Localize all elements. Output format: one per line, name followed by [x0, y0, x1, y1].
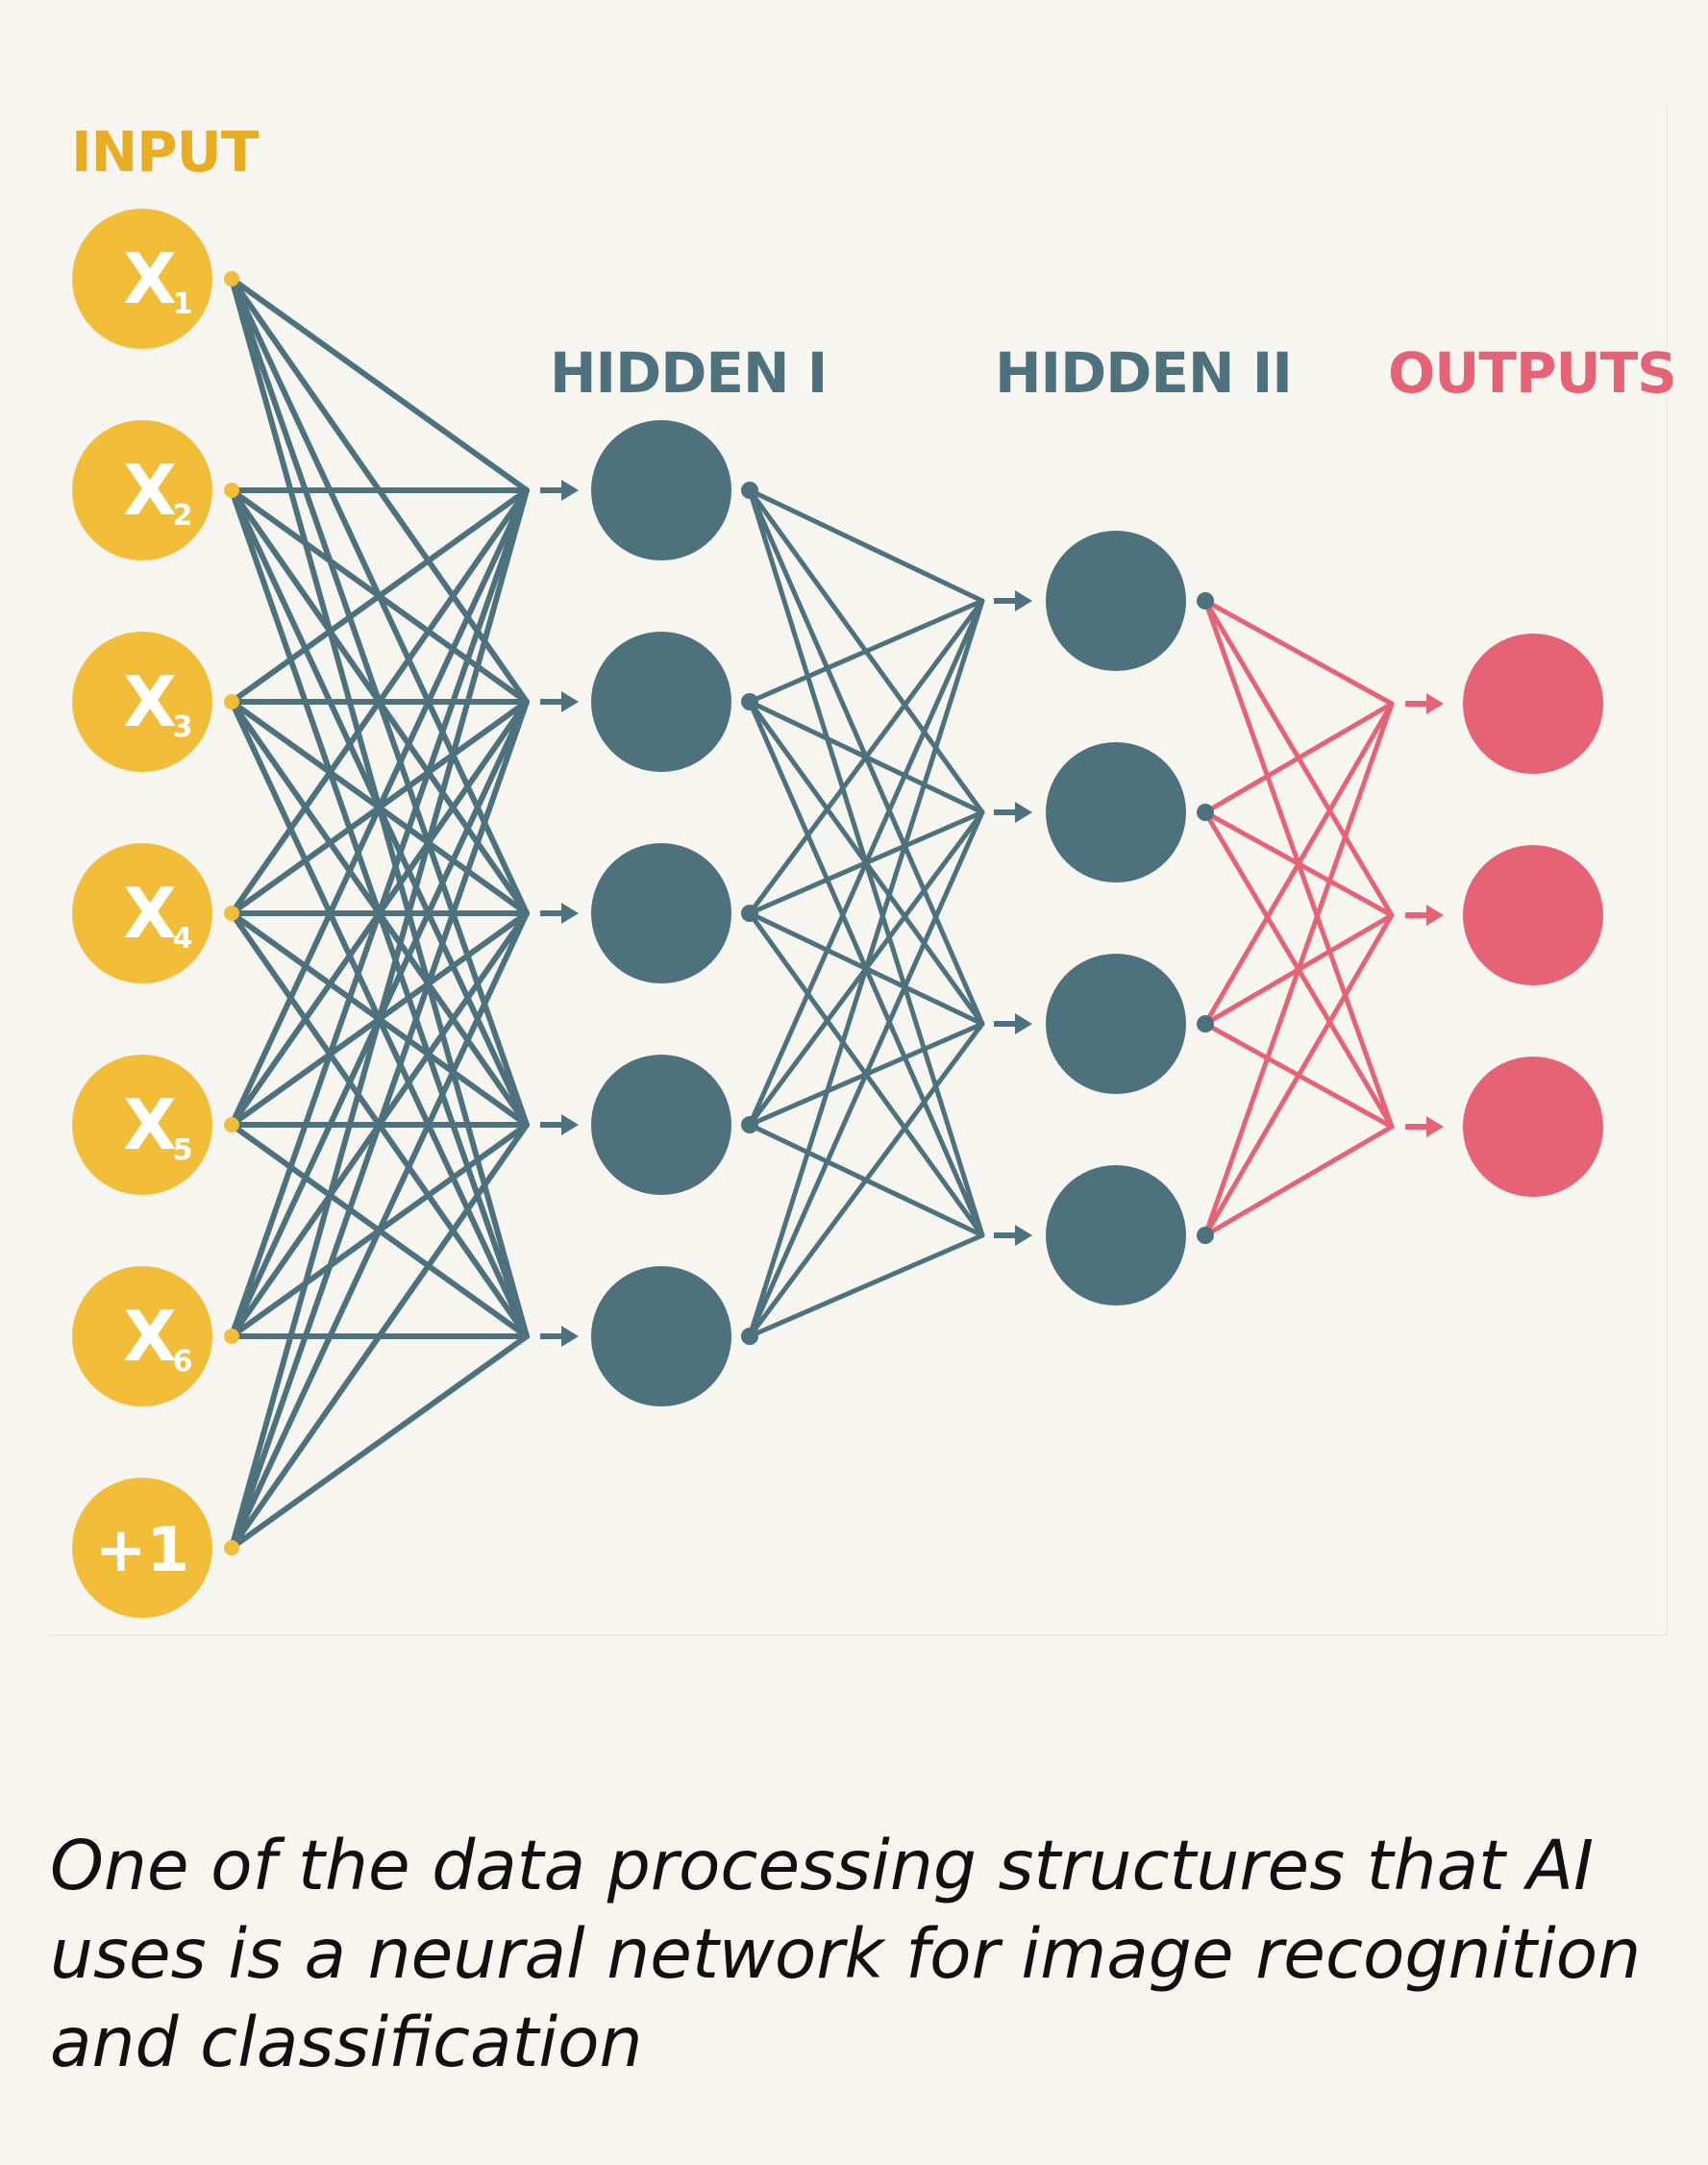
edge-input-5-to-hidden1-1	[229, 487, 530, 1128]
arrow-hidden1-2	[540, 691, 579, 712]
edge-input-4-to-hidden1-1	[229, 487, 530, 916]
hidden2-node-dot	[1197, 1227, 1214, 1244]
edge-input-3-to-hidden1-1	[229, 487, 530, 705]
hidden1-layer-label: HIDDEN I	[550, 340, 827, 406]
input-arrows	[540, 480, 1444, 1347]
input-node-label: X	[123, 1084, 177, 1165]
arrow-hidden2-1	[994, 590, 1032, 611]
arrow-hidden2-3	[994, 1013, 1032, 1034]
input-node-3: X3	[72, 632, 239, 772]
edge-hidden2-4-to-output-2	[1202, 912, 1395, 1238]
hidden1-node-dot	[741, 693, 758, 710]
arrow-output-2	[1405, 905, 1444, 926]
output-node-3	[1463, 1057, 1603, 1197]
edge-input-7-to-hidden1-2	[229, 699, 530, 1551]
input-node-label: X	[123, 450, 177, 531]
edge-hidden2-3-to-output-1	[1202, 701, 1395, 1027]
hidden1-node-3	[591, 843, 758, 983]
hidden2-node-3	[1046, 954, 1214, 1094]
arrow-hidden1-1	[540, 480, 579, 501]
caption: One of the data processing structures th…	[50, 1826, 1642, 2082]
edge-hidden1-5-to-hidden2-3	[747, 1021, 985, 1339]
edge-hidden1-2-to-hidden2-1	[747, 598, 985, 705]
edge-input-7-to-hidden1-4	[229, 1122, 530, 1551]
input-node-subscript: 2	[173, 499, 193, 533]
input-node-subscript: 6	[173, 1345, 193, 1379]
hidden2-layer-label: HIDDEN II	[995, 340, 1292, 406]
hidden1-node-2	[591, 632, 758, 772]
hidden2-node-dot	[1197, 804, 1214, 821]
input-node-7: +1	[72, 1478, 239, 1618]
input-node-2: X2	[72, 420, 239, 560]
edge-hidden2-2-to-output-1	[1202, 701, 1395, 815]
arrow-hidden2-2	[994, 802, 1032, 823]
arrow-hidden1-3	[540, 903, 579, 924]
input-node-1: X1	[72, 209, 239, 349]
input-node-dot	[224, 694, 239, 709]
arrow-hidden2-4	[994, 1225, 1032, 1246]
edge-hidden2-4-to-output-3	[1202, 1124, 1395, 1238]
bias-node-label: +1	[95, 1515, 189, 1586]
hidden1-node-1	[591, 420, 758, 560]
output-node-1	[1463, 634, 1603, 774]
input-node-5: X5	[72, 1055, 239, 1195]
output-node-2	[1463, 845, 1603, 985]
edge-hidden1-5-to-hidden2-2	[747, 809, 985, 1339]
input-node-4: X4	[72, 843, 239, 983]
outputs-layer-label: OUTPUTS	[1388, 340, 1676, 406]
input-node-dot	[224, 1540, 239, 1555]
input-node-subscript: 5	[173, 1133, 193, 1167]
arrow-output-1	[1405, 693, 1444, 714]
hidden1-node-dot	[741, 482, 758, 499]
arrow-output-3	[1405, 1116, 1444, 1137]
hidden1-node-dot	[741, 1328, 758, 1345]
hidden2-node-2	[1046, 742, 1214, 883]
input-node-label: X	[123, 238, 177, 319]
hidden2-node-dot	[1197, 1015, 1214, 1033]
input-node-dot	[224, 1329, 239, 1344]
input-node-subscript: 4	[173, 922, 193, 956]
hidden2-node-4	[1046, 1165, 1214, 1306]
hidden1-node-dot	[741, 905, 758, 922]
input-node-dot	[224, 1117, 239, 1132]
edge-hidden1-5-to-hidden2-4	[747, 1232, 985, 1339]
hidden1-node-5	[591, 1266, 758, 1406]
input-node-dot	[224, 906, 239, 921]
hidden1-node-4	[591, 1055, 758, 1195]
edge-hidden1-1-to-hidden2-1	[747, 487, 985, 604]
arrow-hidden1-4	[540, 1114, 579, 1135]
hidden2-node-dot	[1197, 592, 1214, 610]
hidden2-node-1	[1046, 531, 1214, 671]
edge-hidden1-4-to-hidden2-1	[747, 598, 985, 1128]
input-node-dot	[224, 483, 239, 498]
edge-input-1-to-hidden1-1	[229, 276, 530, 493]
edge-input-7-to-hidden1-1	[229, 487, 530, 1551]
input-node-6: X6	[72, 1266, 239, 1406]
input-node-subscript: 1	[173, 287, 193, 321]
edge-input-6-to-hidden1-1	[229, 487, 530, 1339]
input-node-label: X	[123, 873, 177, 954]
input-node-label: X	[123, 1296, 177, 1377]
connection-lines	[229, 276, 1395, 1551]
edge-input-7-to-hidden1-3	[229, 910, 530, 1551]
edge-hidden2-4-to-output-1	[1202, 701, 1395, 1238]
input-node-subscript: 3	[173, 710, 193, 744]
edge-hidden1-5-to-hidden2-1	[747, 598, 985, 1339]
edge-hidden1-3-to-hidden2-1	[747, 598, 985, 916]
edge-hidden2-1-to-output-1	[1202, 598, 1395, 707]
edge-input-7-to-hidden1-5	[229, 1333, 530, 1551]
input-layer-label: INPUT	[71, 119, 260, 185]
arrow-hidden1-5	[540, 1326, 579, 1347]
input-node-dot	[224, 271, 239, 286]
input-node-label: X	[123, 661, 177, 742]
hidden1-node-dot	[741, 1116, 758, 1133]
